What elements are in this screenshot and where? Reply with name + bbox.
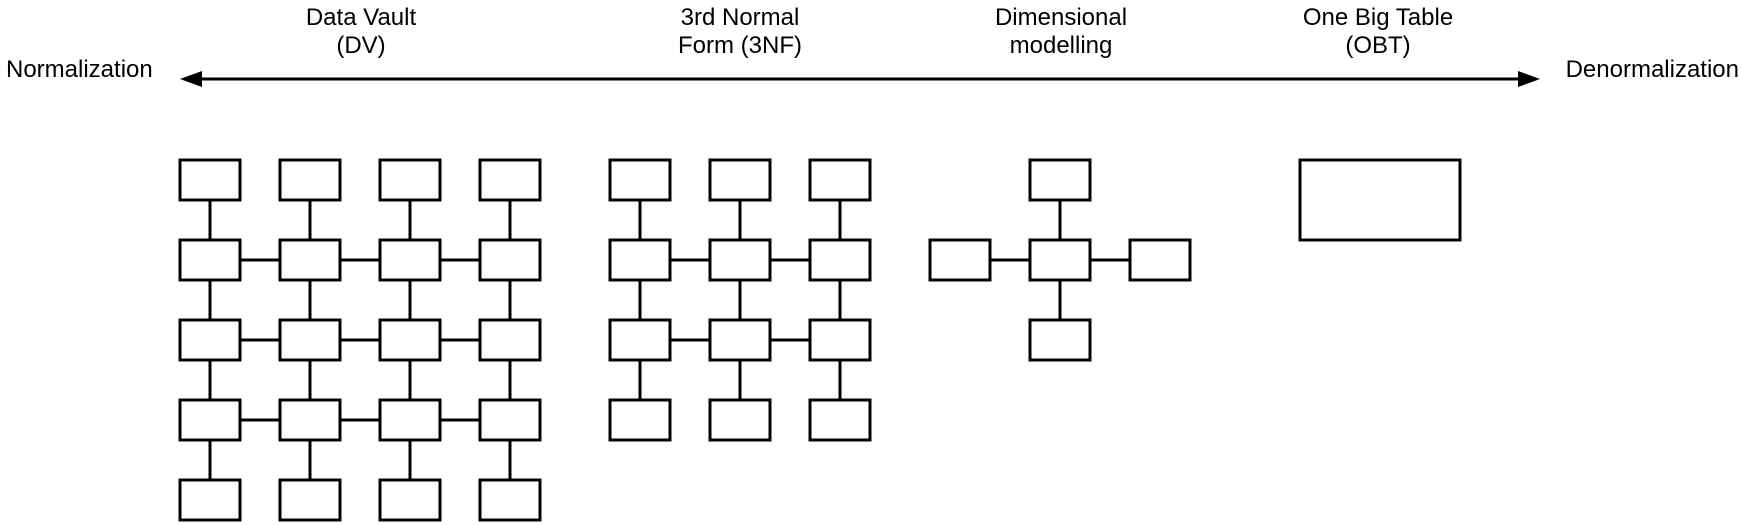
table-box xyxy=(378,238,442,282)
table-box xyxy=(278,398,342,442)
table-box xyxy=(478,478,542,522)
table-box xyxy=(1028,158,1092,202)
table-box xyxy=(808,318,872,362)
method-label-line: Form (3NF) xyxy=(678,32,802,59)
table-box xyxy=(278,238,342,282)
method-label-3nf: 3rd Normal Form (3NF) xyxy=(678,4,802,60)
table-box xyxy=(478,158,542,202)
table-box xyxy=(928,238,992,282)
table-box xyxy=(278,478,342,522)
table-box xyxy=(608,318,672,362)
arrowhead-left-icon xyxy=(180,71,202,87)
table-box xyxy=(378,478,442,522)
table-box xyxy=(178,238,242,282)
table-box xyxy=(178,318,242,362)
table-box xyxy=(1028,238,1092,282)
method-label-line: (OBT) xyxy=(1345,32,1411,59)
method-label-line: One Big Table xyxy=(1302,4,1454,31)
table-box xyxy=(708,398,772,442)
method-label-line: modelling xyxy=(1009,32,1113,59)
arrowhead-right-icon xyxy=(1518,71,1540,87)
table-box xyxy=(178,478,242,522)
table-box xyxy=(378,318,442,362)
table-box xyxy=(1028,318,1092,362)
table-box xyxy=(708,158,772,202)
axis-label-denormalization: Denormalization xyxy=(1565,56,1739,83)
method-label-obt: One Big Table (OBT) xyxy=(1303,4,1453,60)
axis-label-normalization: Normalization xyxy=(6,56,153,83)
table-box xyxy=(178,158,242,202)
table-box xyxy=(608,158,672,202)
table-box xyxy=(378,158,442,202)
table-box xyxy=(278,318,342,362)
table-box xyxy=(478,398,542,442)
table-box xyxy=(808,238,872,282)
table-box xyxy=(1128,238,1192,282)
method-label-data-vault: Data Vault (DV) xyxy=(306,4,416,60)
table-box xyxy=(808,158,872,202)
table-box xyxy=(178,398,242,442)
table-box xyxy=(478,318,542,362)
method-label-dimensional: Dimensional modelling xyxy=(995,4,1127,60)
method-label-line: 3rd Normal xyxy=(680,4,800,31)
method-label-line: Dimensional xyxy=(994,4,1128,31)
table-box xyxy=(608,398,672,442)
method-label-line: Data Vault xyxy=(305,4,417,31)
table-box xyxy=(708,318,772,362)
table-box xyxy=(278,158,342,202)
table-box xyxy=(808,398,872,442)
table-box xyxy=(1298,158,1462,242)
table-box xyxy=(708,238,772,282)
table-box xyxy=(608,238,672,282)
table-box xyxy=(378,398,442,442)
table-box xyxy=(478,238,542,282)
method-label-line: (DV) xyxy=(336,32,386,59)
